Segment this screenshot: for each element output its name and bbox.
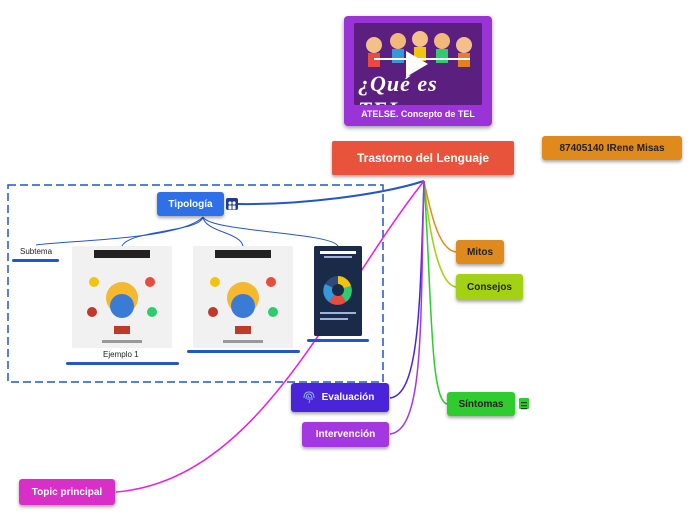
topic-mitos[interactable]: Mitos bbox=[456, 240, 504, 264]
link-thumb1 bbox=[121, 216, 204, 247]
topic-intervencion[interactable]: Intervención bbox=[302, 422, 389, 447]
link-thumb3 bbox=[202, 216, 339, 247]
author-node[interactable]: 87405140 IRene Misas bbox=[542, 136, 682, 160]
topic-evaluacion[interactable]: Evaluación bbox=[291, 383, 389, 412]
link-thumb2 bbox=[202, 216, 244, 247]
people-icon[interactable] bbox=[226, 198, 238, 210]
central-topic[interactable]: Trastorno del Lenguaje bbox=[332, 141, 514, 175]
topic-tipologia-label: Tipología bbox=[168, 198, 213, 210]
topic-sintomas-label: Síntomas bbox=[458, 398, 504, 410]
infographic-3-graphic bbox=[314, 246, 362, 336]
infographic-2-underline bbox=[187, 350, 300, 353]
tipologia-boundary bbox=[7, 184, 384, 383]
link-intervencion bbox=[389, 180, 425, 435]
topic-intervencion-label: Intervención bbox=[315, 429, 376, 440]
infographic-thumbnail-2[interactable] bbox=[193, 246, 293, 348]
video-card[interactable]: ¿Qué es TEL ATELSE. Concepto de TEL bbox=[344, 16, 492, 126]
fingerprint-icon bbox=[303, 391, 315, 404]
central-topic-label: Trastorno del Lenguaje bbox=[356, 151, 490, 165]
link-consejos bbox=[423, 180, 457, 288]
infographic-3-underline bbox=[307, 339, 369, 342]
infographic-2-graphic bbox=[193, 246, 293, 348]
link-mitos bbox=[423, 180, 457, 253]
link-topic-principal bbox=[115, 180, 425, 493]
ejemplo1-underline bbox=[66, 362, 179, 365]
topic-evaluacion-label: Evaluación bbox=[321, 392, 375, 403]
infographic-thumbnail-3[interactable] bbox=[314, 246, 362, 336]
infographic-thumbnail-1[interactable] bbox=[72, 246, 172, 348]
topic-mitos-label: Mitos bbox=[466, 246, 494, 258]
note-icon[interactable] bbox=[519, 398, 529, 410]
video-thumbnail[interactable]: ¿Qué es TEL bbox=[354, 23, 482, 105]
link-evaluacion bbox=[389, 180, 425, 399]
subtopic-ejemplo1[interactable]: Ejemplo 1 bbox=[103, 350, 139, 359]
video-title: ATELSE. Concepto de TEL bbox=[361, 109, 475, 119]
author-label: 87405140 IRene Misas bbox=[559, 142, 665, 154]
subtema-underline bbox=[12, 259, 59, 262]
topic-principal-label: Topic principal bbox=[31, 486, 103, 498]
topic-consejos-label: Consejos bbox=[466, 281, 512, 293]
link-sintomas bbox=[423, 180, 448, 405]
infographic-1-graphic bbox=[72, 246, 172, 348]
link-tipologia bbox=[237, 180, 425, 206]
topic-sintomas[interactable]: Síntomas bbox=[447, 392, 515, 416]
link-subtema bbox=[35, 216, 204, 246]
topic-consejos[interactable]: Consejos bbox=[456, 274, 523, 300]
play-icon[interactable] bbox=[406, 51, 428, 77]
topic-tipologia[interactable]: Tipología bbox=[157, 192, 224, 216]
topic-principal[interactable]: Topic principal bbox=[19, 479, 115, 505]
subtopic-subtema[interactable]: Subtema bbox=[20, 247, 53, 256]
